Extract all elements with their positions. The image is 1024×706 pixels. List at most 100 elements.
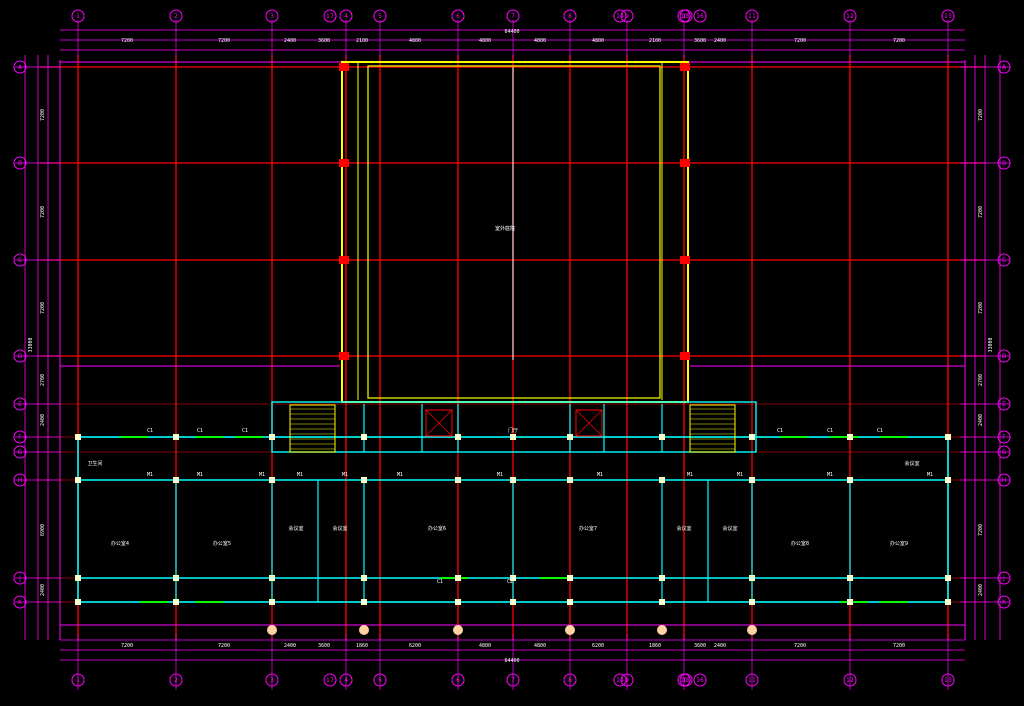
door-tag: M1 [687,472,693,478]
structural-column [361,434,367,440]
grid-bubble-icon [13,156,27,170]
top-bay-dimension: 3600 [318,38,330,44]
grid-bubble-label: 12 [846,13,854,20]
grid-bubble-icon [13,473,27,487]
structural-column [749,599,755,605]
grid-bubble-icon [506,673,520,687]
structural-column [75,599,81,605]
bottom-bay-dimension: 2400 [284,643,296,649]
grid-bubble-icon [71,9,85,23]
structural-column [269,434,275,440]
left-total-dimension: 33000 [28,337,34,352]
grid-bubble-label: H [18,477,23,484]
right-side-dimension: 7200 [978,206,984,218]
structural-column [510,575,516,581]
structural-column [567,477,573,483]
grid-bubble-icon [613,9,627,23]
grid-bubble-label: 3 [270,13,274,20]
bottom-bay-dimension: 3600 [694,643,706,649]
room-label: 办公室5 [213,540,231,547]
left-side-dimension: 2400 [40,584,46,596]
room-label: 办公室8 [791,540,809,547]
top-bay-dimension: 4800 [534,38,546,44]
stair-outline [689,404,736,453]
grid-bubble-icon [451,673,465,687]
door-tag: M1 [297,472,303,478]
grid-bubble-label: A [1002,64,1007,71]
grid-bubble-label: 17 [326,677,334,684]
grid-bubble-label: J [18,575,21,582]
round-column [565,625,575,635]
door-tag: M1 [497,472,503,478]
bottom-bay-dimension: 7200 [121,643,133,649]
grid-bubble-label: 12 [846,677,854,684]
structural-column [847,599,853,605]
door-tag: M1 [147,472,153,478]
room-label: 门厅 [508,427,518,434]
atrium-label: 室外庭院 [495,225,515,232]
bottom-bay-dimension: 4800 [479,643,491,649]
structural-column [269,599,275,605]
grid-bubble-icon [997,156,1011,170]
room-label: 会议室 [332,525,347,532]
window-tag: C1 [197,428,203,434]
structural-column [945,599,951,605]
room-label: 办公室9 [890,540,908,547]
grid-bubble-icon [679,9,693,23]
grid-bubble-icon [265,673,279,687]
grid-bubble-icon [997,253,1011,267]
grid-bubble-icon [169,9,183,23]
door-tag: M1 [259,472,265,478]
grid-bubble-icon [997,397,1011,411]
window-tag: C1 [242,428,248,434]
structural-column [173,575,179,581]
grid-bubble-label: 11 [748,677,756,684]
grid-bubble-label: 1 [76,677,80,684]
grid-bubble-icon [71,673,85,687]
grid-bubble-label: 4 [344,677,348,684]
grid-bubble-icon [13,253,27,267]
top-bay-dimension: 4800 [592,38,604,44]
grid-bubble-icon [169,673,183,687]
grid-bubble-icon [997,430,1011,444]
left-side-dimension: 2400 [40,414,46,426]
right-side-dimension: 2400 [978,584,984,596]
top-bay-dimension: 4800 [479,38,491,44]
grid-bubble-icon [13,595,27,609]
core-block-outline [271,401,757,453]
structural-column [510,599,516,605]
grid-bubble-label: B [18,160,22,167]
grid-bubble-icon [563,9,577,23]
grid-bubble-label: 2 [174,677,178,684]
grid-bubble-label: 16 [696,677,704,684]
elevator-cross [425,409,453,437]
grid-bubble-icon [843,673,857,687]
structural-column [269,575,275,581]
grid-bubble-label: 15 [682,13,690,20]
grid-bubble-label: 14 [616,677,624,684]
grid-bubble-label: C [18,257,22,264]
left-side-dimension: 7200 [40,206,46,218]
grid-bubble-label: 6 [456,13,460,20]
structural-column [361,599,367,605]
atrium-column [680,352,690,360]
door-tag: M1 [597,472,603,478]
structural-column [659,434,665,440]
left-side-dimension: 7200 [40,302,46,314]
grid-bubble-label: 13 [944,13,952,20]
grid-bubble-label: K [1002,599,1007,606]
grid-bubble-label: 3 [270,677,274,684]
grid-bubble-icon [997,349,1011,363]
door-tag: M1 [342,472,348,478]
grid-bubble-label: 13 [944,677,952,684]
grid-bubble-label: 10 [680,677,688,684]
round-column [747,625,757,635]
atrium-column [680,159,690,167]
grid-bubble-label: 1 [76,13,80,20]
window-tag: C1 [827,428,833,434]
elevator-cross [575,409,603,437]
bottom-bay-dimension: 6200 [409,643,421,649]
top-bay-dimension: 7200 [794,38,806,44]
top-bay-dimension: 2400 [284,38,296,44]
